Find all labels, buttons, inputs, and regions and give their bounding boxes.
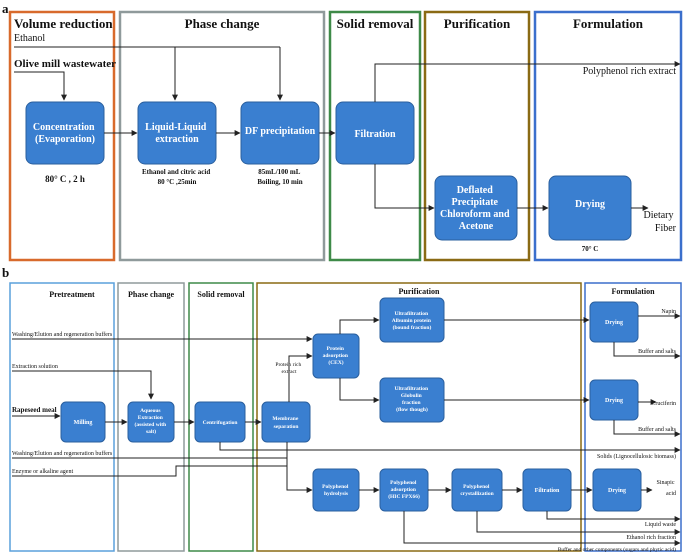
box-poly-cryst-label: Polyphenol crystallization	[460, 484, 493, 497]
box-uf-albumin-label: Ultrafiltration Albumin protein (bound f…	[392, 311, 433, 331]
stage-title-phase-change-b: Phase change	[128, 290, 174, 299]
box-deflated-label: Deflated Precipitate Chloroform and Acet…	[440, 185, 512, 232]
box-concentration-label: Concentration (Evaporation)	[33, 122, 97, 145]
box-filtration-a-label: Filtration	[354, 129, 396, 140]
input-olive-mill: Olive mill wastewater	[14, 58, 116, 70]
output-ethanol-rich: Ethanol rich fraction	[626, 534, 676, 541]
stage-title-solid-removal: Solid removal	[337, 16, 414, 31]
stage-title-purification-b: Purification	[399, 287, 440, 296]
box-aqueous-label: Aqueous Extraction (assisted with salt)	[134, 408, 167, 435]
box-filtration-b-label: Filtration	[535, 488, 560, 494]
input-extraction-solution: Extraction solution	[12, 364, 58, 370]
ethanol-label: Ethanol	[14, 33, 45, 44]
box-liquid-liquid-extraction	[137, 101, 217, 165]
condition-concentration: 80° C , 2 h	[45, 174, 85, 184]
stage-frame-phase-change-b	[117, 282, 185, 552]
box-drying-b1-label: Drying	[605, 320, 623, 326]
output-liquid-waste: Liquid waste	[645, 522, 676, 528]
stage-frame-solid-removal-b	[188, 282, 254, 552]
box-uf-globulin-label: Ultrafiltration Globulin fraction (flow …	[395, 386, 430, 413]
box-milling-label: Milling	[74, 420, 93, 426]
output-solids: Solids (Lignocellulosic biomass)	[597, 453, 676, 460]
box-df-label: DF precipitation	[245, 126, 316, 137]
box-lle-label: Liquid-Liquid extraction	[145, 122, 209, 145]
stage-title-formulation-b: Formulation	[611, 287, 655, 296]
stage-frame-volume-reduction	[8, 10, 116, 262]
panel-a-tag: a	[2, 1, 9, 16]
panel-b-tag: b	[2, 265, 9, 280]
stage-frame-formulation-b	[584, 282, 682, 552]
stage-title-phase-change: Phase change	[185, 16, 260, 31]
output-buffer-salts-2: Buffer and salts	[638, 426, 677, 433]
box-drying-b3-label: Drying	[608, 488, 626, 494]
stage-title-formulation: Formulation	[573, 16, 644, 31]
condition-df: 85mL/100 mL Boiling, 10 min	[257, 168, 302, 186]
stage-frame-phase-change	[118, 10, 326, 262]
box-drying-b2-label: Drying	[605, 398, 623, 404]
input-washing-buffers-1: Washing/Elution and regeneration buffers	[12, 331, 113, 338]
output-polyphenol-extract: Polyphenol rich extract	[583, 66, 677, 77]
output-buffer-salts-1: Buffer and salts	[638, 348, 677, 355]
output-buffer-other: Buffer and other components (sugars and …	[558, 546, 676, 553]
condition-drying: 70° C	[582, 245, 599, 253]
box-protein-adsorption-label: Protein adsorption (CEX)	[323, 346, 350, 366]
output-dietary-fiber: Dietary Fiber	[644, 210, 677, 234]
stage-frame-purification	[423, 10, 531, 262]
box-drying-a-label: Drying	[575, 199, 605, 210]
output-sinapic-acid: Sinapic acid	[657, 480, 677, 497]
box-centrifugation-label: Centrifugation	[203, 420, 238, 426]
stage-title-volume-reduction: Volume reduction	[14, 16, 113, 31]
stage-frame-formulation	[533, 10, 683, 262]
stage-title-pretreatment: Pretreatment	[49, 290, 95, 299]
box-polyphenol-hydrolysis	[312, 468, 360, 512]
stage-title-purification: Purification	[444, 16, 511, 31]
output-napin: Napin	[661, 309, 676, 315]
stage-frame-pretreatment	[9, 282, 115, 552]
box-membrane-separation	[261, 401, 311, 443]
input-enzyme-agent: Enzyme or alkaline agent	[12, 469, 73, 475]
box-membrane-label: Membrane separation	[272, 416, 299, 430]
condition-lle: Ethanol and citric acid 80 °C ,25min	[142, 168, 212, 186]
stage-title-solid-removal-b: Solid removal	[197, 290, 245, 299]
box-poly-hydro-label: Polyphenol hydrolysis	[322, 484, 350, 497]
box-protein-adsorption	[312, 333, 360, 379]
output-cruciferin: Cruciferin	[651, 400, 676, 407]
box-polyphenol-crystallization	[451, 468, 503, 512]
stage-frame-purification-b	[256, 282, 582, 552]
stage-frame-solid-removal	[328, 10, 422, 262]
input-rapeseed-meal: Rapeseed meal	[12, 406, 57, 414]
input-washing-buffers-2: Washing/Elution and regeneration buffers	[12, 450, 113, 457]
box-concentration	[25, 101, 105, 165]
box-poly-ads-label: Polyphenol adsorption (HIC FPX66)	[388, 480, 420, 500]
